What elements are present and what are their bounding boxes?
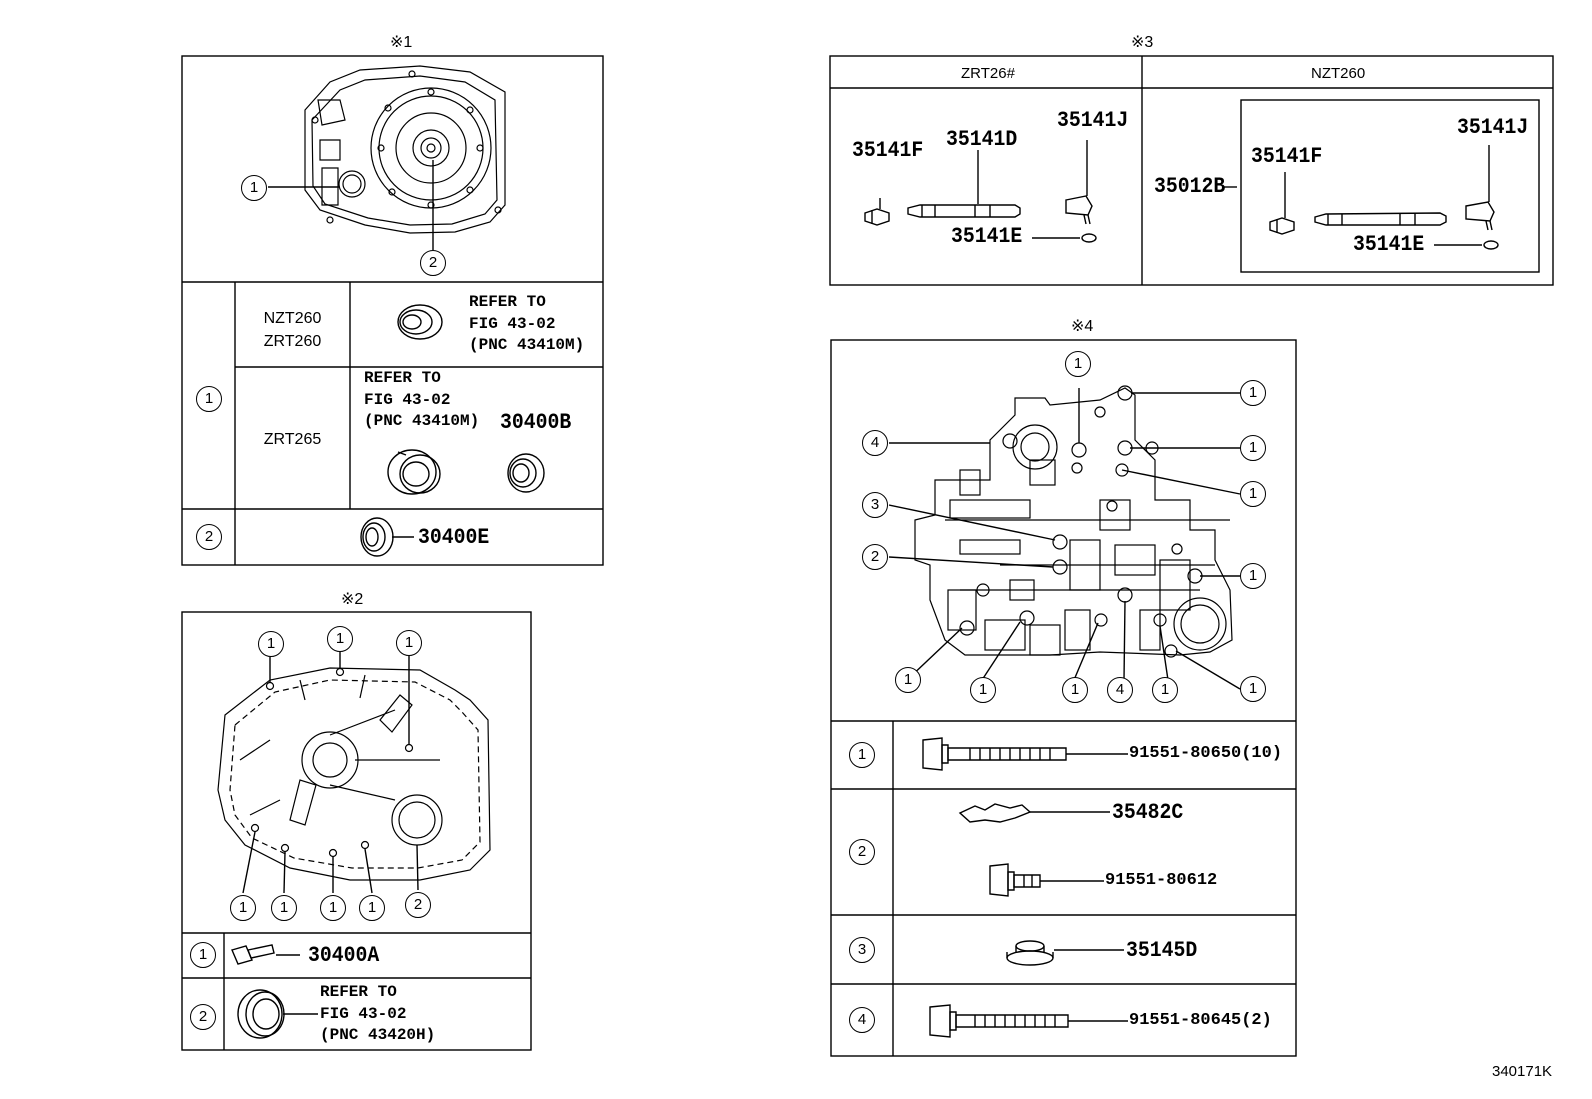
oil-seal-icon-b <box>387 449 441 495</box>
callout-1: 1 <box>320 895 346 921</box>
part-number: 35141F <box>852 138 924 163</box>
callout-2: 2 <box>405 892 431 918</box>
refer-line: (PNC 43410M) <box>469 336 585 355</box>
row-index-4: 4 <box>849 1007 875 1033</box>
part-number: 30400A <box>308 943 380 968</box>
ref-mark-3: ※3 <box>1131 34 1154 51</box>
callout-1: 1 <box>1240 676 1266 702</box>
part-number: 35141J <box>1057 108 1129 133</box>
callout-1: 1 <box>1240 380 1266 406</box>
bolt-icon-91551-80612 <box>989 863 1104 897</box>
model-code: ZRT260 <box>263 333 322 351</box>
callout-1: 1 <box>970 677 996 703</box>
model-list: NZT260 ZRT260 <box>245 307 340 353</box>
callout-1: 1 <box>241 175 267 201</box>
row-index-2: 2 <box>849 839 875 865</box>
refer-line: FIG 43-02 <box>320 1004 407 1023</box>
refer-note: REFER TO FIG 43-02 (PNC 43410M) <box>469 292 584 357</box>
refer-line: (PNC 43420H) <box>320 1026 436 1045</box>
ref-mark-1: ※1 <box>390 34 413 51</box>
refer-note: REFER TO FIG 43-02 (PNC 43420H) <box>320 982 435 1047</box>
callout-1: 1 <box>396 630 422 656</box>
part-number: 91551-80612 <box>1105 871 1218 890</box>
callout-1: 1 <box>1152 677 1178 703</box>
part-number: 30400E <box>418 525 490 550</box>
callout-1: 1 <box>1240 435 1266 461</box>
row-index-3: 3 <box>849 937 875 963</box>
bolt-icon-91551-80645 <box>929 1004 1128 1038</box>
transaxle-front-illustration <box>304 65 506 234</box>
row-index-2: 2 <box>190 1004 216 1030</box>
oil-seal-icon-d <box>360 517 394 557</box>
detent-spring-icon-35482c <box>958 803 1110 823</box>
callout-1: 1 <box>895 667 921 693</box>
part-number: 35141J <box>1457 115 1529 140</box>
callout-4: 4 <box>862 430 888 456</box>
callout-1: 1 <box>1240 481 1266 507</box>
seal-icon-43420h <box>237 989 285 1039</box>
bolt-marks <box>250 667 414 858</box>
part-number: 91551-80650(10) <box>1129 744 1283 763</box>
refer-line: REFER TO <box>320 983 397 1001</box>
refer-line: REFER TO <box>469 293 546 311</box>
ref-mark-2: ※2 <box>341 591 364 608</box>
part-number: 30400B <box>500 410 572 435</box>
callout-4: 4 <box>1107 677 1133 703</box>
bolt-icon-30400a <box>231 944 275 965</box>
bolt-icon-91551-80650 <box>922 737 1128 771</box>
illustration-id: 340171K <box>1492 1063 1553 1080</box>
check-ball-seat-icon-35145d <box>1006 940 1124 966</box>
callout-2: 2 <box>420 250 446 276</box>
callout-3: 3 <box>862 492 888 518</box>
callout-1: 1 <box>1065 351 1091 377</box>
speedometer-sensor-left <box>864 140 1097 243</box>
part-number: 35482C <box>1112 800 1184 825</box>
refer-line: REFER TO <box>364 369 441 387</box>
part-number: 35141E <box>951 224 1023 249</box>
callout-1: 1 <box>327 626 353 652</box>
model-code: NZT260 <box>263 310 322 327</box>
callout-1: 1 <box>1240 563 1266 589</box>
part-number: 35012B <box>1154 174 1226 199</box>
valve-body-leaders <box>888 388 1241 690</box>
row-index-1: 1 <box>849 742 875 768</box>
part-number: 35141D <box>946 127 1018 152</box>
refer-line: (PNC 43410M) <box>364 412 480 431</box>
refer-line: FIG 43-02 <box>364 390 451 409</box>
transaxle-rear-illustration <box>217 667 491 881</box>
callout-2: 2 <box>862 544 888 570</box>
row-index-2: 2 <box>196 524 222 550</box>
refer-note: REFER TO FIG 43-02 (PNC 43410M) <box>364 368 479 433</box>
column-header: NZT260 <box>1311 65 1366 82</box>
column-header: ZRT26# <box>961 65 1015 82</box>
model-code: ZRT265 <box>263 431 322 448</box>
callout-1: 1 <box>359 895 385 921</box>
row-index-1: 1 <box>196 386 222 412</box>
valve-body-illustration <box>914 385 1233 658</box>
ref-mark-4: ※4 <box>1071 318 1094 335</box>
speedometer-sensor-right <box>1269 145 1499 250</box>
callout-1: 1 <box>1062 677 1088 703</box>
part-number: 35141E <box>1353 232 1425 257</box>
row-index-1: 1 <box>190 942 216 968</box>
part-number: 35141F <box>1251 144 1323 169</box>
callout-1: 1 <box>258 631 284 657</box>
oil-seal-icon-a <box>397 304 443 340</box>
part-number: 91551-80645(2) <box>1129 1011 1272 1030</box>
oil-seal-icon-c <box>507 453 545 493</box>
part-number: 35145D <box>1126 938 1198 963</box>
callout-1: 1 <box>230 895 256 921</box>
callout-1: 1 <box>271 895 297 921</box>
refer-line: FIG 43-02 <box>469 314 556 333</box>
